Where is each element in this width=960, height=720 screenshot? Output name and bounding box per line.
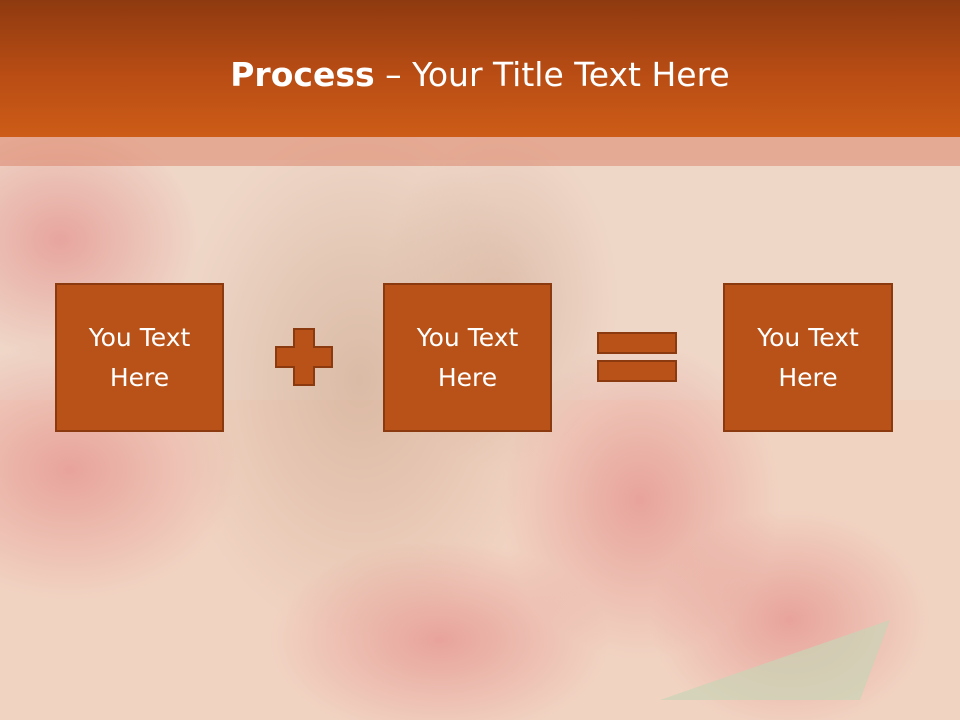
title-separator: – (374, 55, 413, 94)
plus-icon (275, 328, 333, 386)
slide-title: Process – Your Title Text Here (0, 50, 960, 100)
process-box-3-label: You Text Here (757, 322, 859, 392)
process-box-1-label: You Text Here (88, 322, 191, 392)
process-box-2-label: You Text Here (416, 322, 519, 392)
equals-icon (597, 332, 677, 382)
process-box-1[interactable]: You Text Here (55, 283, 224, 432)
process-box-3[interactable]: You Text Here (723, 283, 893, 432)
process-box-2[interactable]: You Text Here (383, 283, 552, 432)
title-rest-text: Your Title Text Here (412, 55, 730, 94)
title-underline-band (0, 137, 960, 166)
title-bar (0, 0, 960, 137)
title-bold-text: Process (230, 55, 375, 94)
